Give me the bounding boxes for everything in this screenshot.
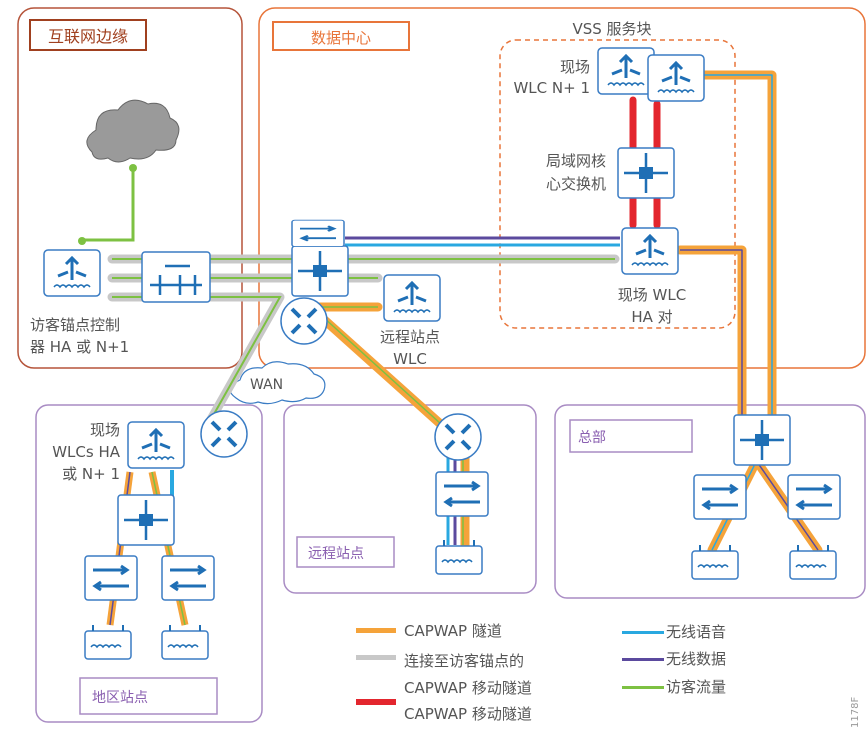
regional-access-switch-2-icon xyxy=(160,554,216,602)
wan-cloud-icon xyxy=(229,361,326,405)
remote-site-label-box xyxy=(296,536,395,568)
legend-guest-mobility-1: 连接至访客锚点的 xyxy=(404,652,524,670)
data-center-label-box xyxy=(272,21,410,51)
figure-id: 1178F xyxy=(850,697,861,728)
wan-label: WAN xyxy=(250,377,283,393)
guest-anchor-label-2: 器 HA 或 N+1 xyxy=(30,338,129,356)
capwap-tunnels xyxy=(106,70,823,626)
regional-wlc-label-3: 或 N+ 1 xyxy=(62,465,120,483)
remote-site-zone xyxy=(283,404,537,594)
regional-ap-1-icon xyxy=(84,624,132,660)
remote-wlc-label-1: 远程站点 xyxy=(380,328,440,346)
legend-voice: 无线语音 xyxy=(666,623,726,641)
remote-site-label: 远程站点 xyxy=(308,546,364,562)
remote-site-wlc-icon xyxy=(382,273,442,323)
lan-core-switch-icon xyxy=(616,146,676,200)
regional-wlc-label-1: 现场 xyxy=(90,421,120,439)
hq-access-switch-1-icon xyxy=(692,473,748,521)
vss-block-zone xyxy=(499,39,736,329)
legend-swatch-data xyxy=(622,658,664,661)
vss-wlc-n1-a-icon xyxy=(596,46,656,96)
wlc-n1-label-2: WLC N+ 1 xyxy=(513,79,590,97)
headquarters-label: 总部 xyxy=(578,430,606,446)
remote-switch-icon xyxy=(434,470,490,518)
legend-swatch-guest-mobility xyxy=(356,655,396,660)
remote-wlc-label-2: WLC xyxy=(393,350,427,368)
core-label-1: 局域网核 xyxy=(546,152,606,170)
regional-wlc-icon xyxy=(126,420,186,470)
dc-distribution-switch-icon xyxy=(290,244,350,298)
firewall-icon xyxy=(141,251,211,303)
regional-ap-2-icon xyxy=(161,624,209,660)
legend-data: 无线数据 xyxy=(666,650,726,668)
legend-swatch-guest xyxy=(622,686,664,689)
hq-access-switch-2-icon xyxy=(786,473,842,521)
legend-swatch-capwap xyxy=(356,628,396,633)
core-label-2: 心交换机 xyxy=(546,175,606,193)
data-center-label: 数据中心 xyxy=(311,29,371,47)
wlc-ha-label-1: 现场 WLC xyxy=(618,286,686,304)
wlc-ha-label-2: HA 对 xyxy=(631,308,672,326)
regional-router-icon xyxy=(199,409,249,459)
hq-core-switch-icon xyxy=(732,413,792,467)
legend: CAPWAP 隧道 连接至访客锚点的 CAPWAP 移动隧道 CAPWAP 移动… xyxy=(356,622,726,723)
guest-anchor-controller-icon xyxy=(42,248,102,298)
regional-site-label-box xyxy=(79,677,218,715)
legend-swatch-mobility xyxy=(356,699,396,705)
regional-distribution-switch-icon xyxy=(116,493,176,547)
internet-edge-label-box xyxy=(29,19,147,51)
legend-swatch-voice xyxy=(622,631,664,634)
remote-router-icon xyxy=(433,412,483,462)
vss-block-label: VSS 服务块 xyxy=(572,20,651,38)
internet-cloud-icon xyxy=(86,99,180,163)
legend-mobility: CAPWAP 移动隧道 xyxy=(404,705,532,723)
legend-guest: 访客流量 xyxy=(666,678,726,696)
remote-ap-icon xyxy=(435,539,483,575)
legend-capwap: CAPWAP 隧道 xyxy=(404,622,502,640)
guest-anchor-label-1: 访客锚点控制 xyxy=(30,316,120,334)
dc-switch-icon xyxy=(290,218,346,249)
regional-access-switch-1-icon xyxy=(83,554,139,602)
dc-wan-router-icon xyxy=(279,296,329,346)
headquarters-zone xyxy=(554,404,866,599)
wlc-ha-pair-icon xyxy=(620,226,680,276)
vss-wlc-n1-b-icon xyxy=(646,53,706,103)
legend-guest-mobility-2: CAPWAP 移动隧道 xyxy=(404,679,532,697)
data-center-zone xyxy=(258,7,866,369)
headquarters-label-box xyxy=(569,419,693,453)
internet-edge-zone xyxy=(17,7,243,369)
regional-site-label: 地区站点 xyxy=(92,690,148,706)
internet-edge-label: 互联网边缘 xyxy=(48,27,128,46)
regional-site-zone xyxy=(35,404,263,723)
wlc-n1-label-1: 现场 xyxy=(560,58,590,76)
regional-wlc-label-2: WLCs HA xyxy=(52,443,121,461)
